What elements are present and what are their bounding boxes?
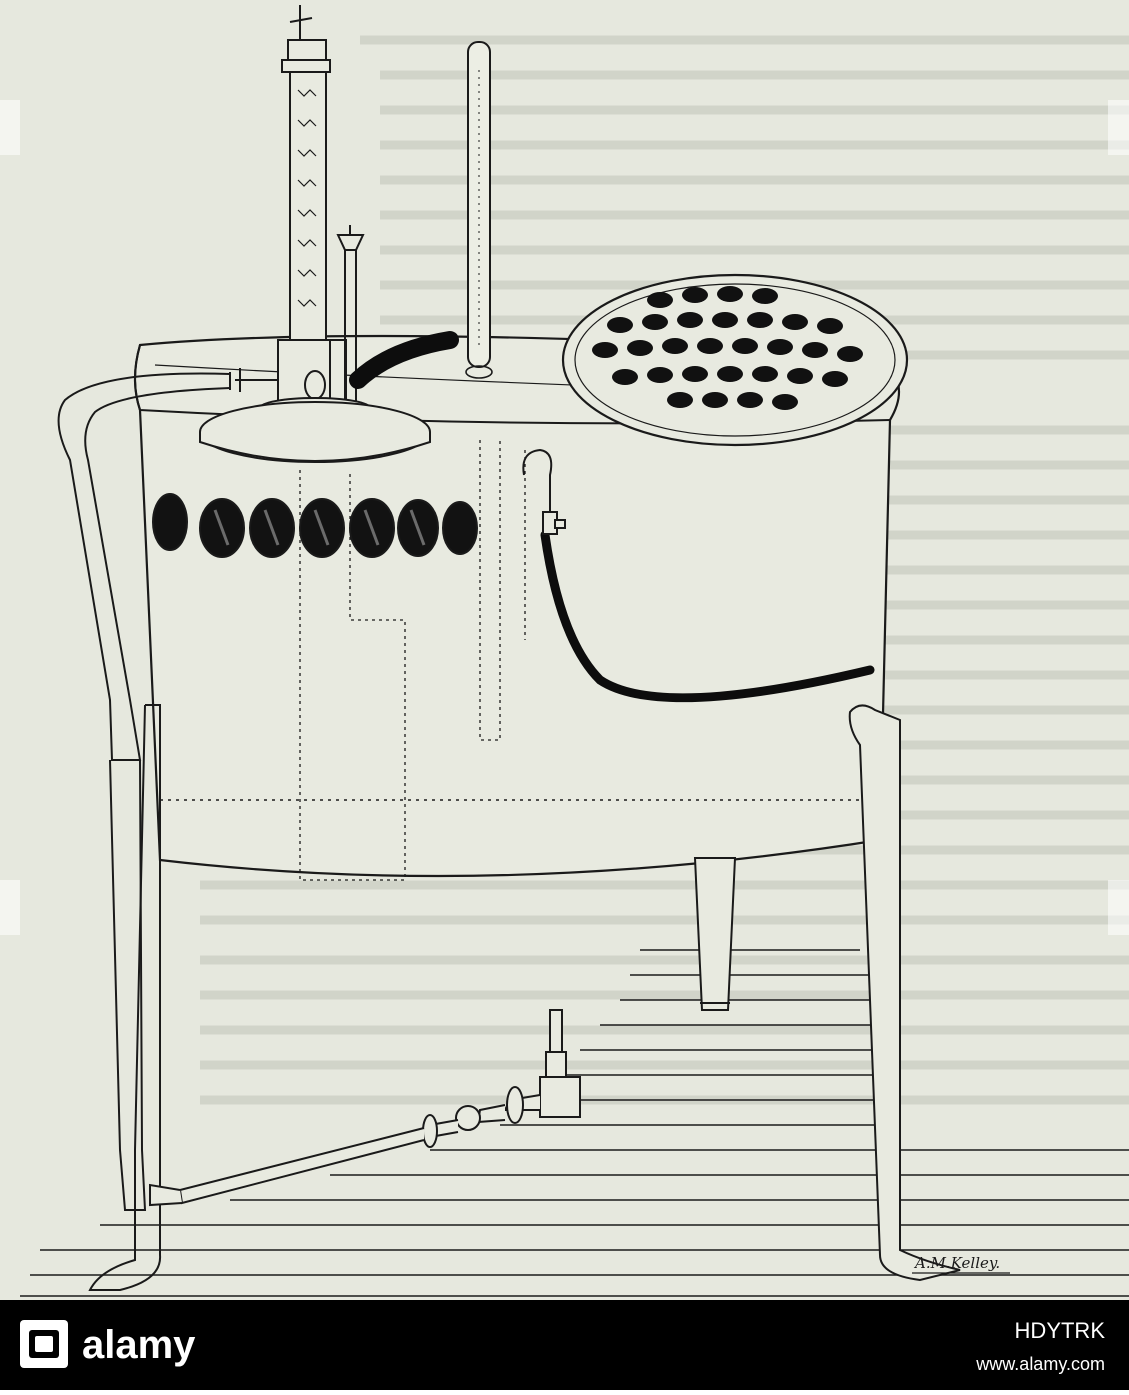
window-1: [152, 493, 188, 551]
footer-graphics: alamy HDYTRK www.alamy.com: [20, 1318, 1106, 1374]
gas-burner: [149, 1009, 581, 1207]
image-id-label: HDYTRK: [1015, 1318, 1106, 1343]
window-row: [152, 493, 478, 558]
stock-footer: alamy HDYTRK www.alamy.com: [0, 1300, 1129, 1390]
tap: [522, 448, 566, 535]
floor-hatching: [20, 949, 1129, 1297]
artist-signature: A.M.Kelley.: [913, 1254, 1000, 1272]
incubator-illustration: A.M.Kelley.: [0, 0, 1129, 1300]
drain-funnel: [693, 857, 737, 1011]
thermometer: [465, 41, 493, 379]
rubber-tubes: [349, 331, 875, 703]
perforated-lid: [561, 273, 909, 447]
alamy-url: www.alamy.com: [975, 1354, 1105, 1374]
right-leg: [848, 704, 961, 1282]
hidden-outlines: [299, 440, 526, 881]
gas-supply-pipe: [57, 368, 278, 1291]
alamy-logo-text: alamy: [82, 1323, 196, 1367]
